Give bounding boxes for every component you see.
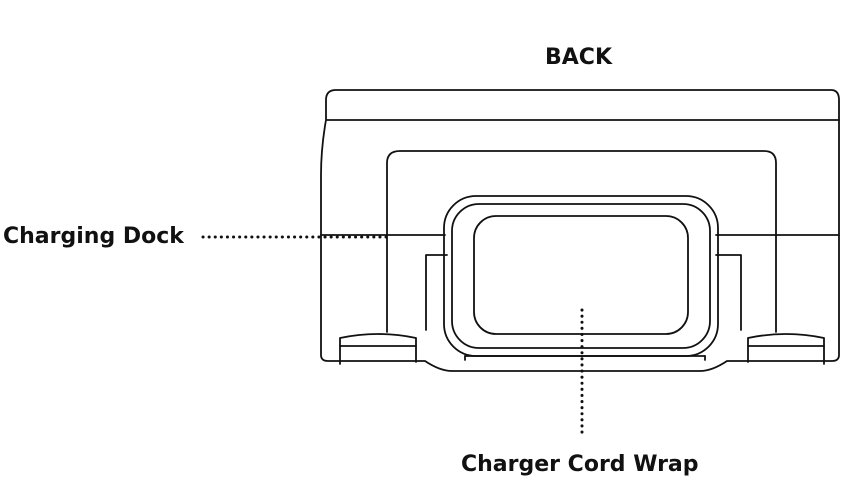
- cord-wrap-middle: [451, 203, 711, 349]
- dock-left-tab: [339, 333, 417, 365]
- dock-right-tab: [747, 333, 825, 365]
- view-title: BACK: [545, 45, 612, 70]
- cord-wrap-outer: [443, 195, 719, 357]
- dock-right-guide: [715, 254, 742, 331]
- dock-inner-panel: [386, 150, 777, 333]
- dock-body-outline: [320, 89, 840, 372]
- charging-dock-label: Charging Dock: [3, 224, 184, 249]
- dock-left-guide: [425, 254, 448, 331]
- charger-cord-wrap-label: Charger Cord Wrap: [461, 452, 699, 477]
